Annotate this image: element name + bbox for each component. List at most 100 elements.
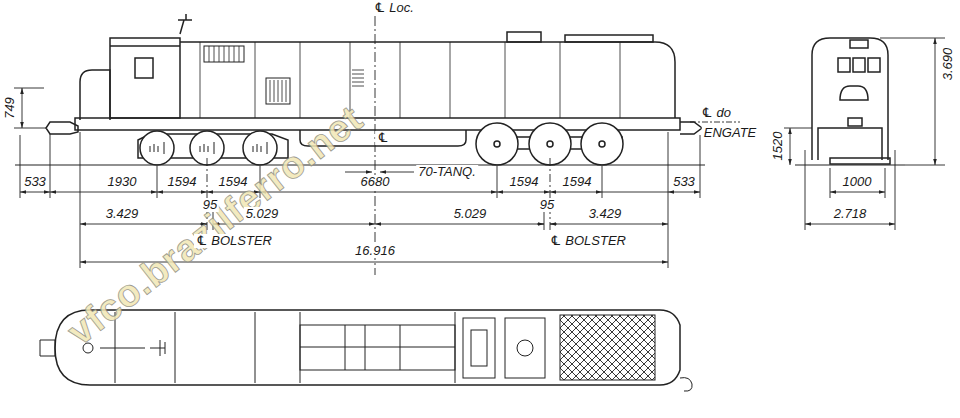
end-view-part [830, 158, 890, 164]
dimension-label: 1594 [166, 175, 199, 189]
dimension-lines-part-part [668, 192, 700, 193]
plan-view-part [680, 378, 692, 392]
side-view-part [180, 42, 675, 118]
side-view-part [135, 58, 153, 78]
side-view-part [270, 80, 286, 102]
tank-label: 70-TANQ. [416, 165, 478, 179]
plan-view [40, 310, 692, 391]
side-view-part [80, 70, 110, 120]
dimension-label: 1520 [771, 130, 785, 163]
side-view-part [200, 42, 620, 118]
side-view-part [15, 164, 705, 165]
side-view-part [352, 70, 364, 86]
end-view-part [853, 58, 865, 72]
bolster-label: ℄ BOLSTER [548, 234, 628, 248]
bolster-label: ℄ BOLSTER [194, 234, 274, 248]
dimension-lines-part-part [935, 38, 936, 165]
side-view-part [178, 14, 192, 34]
dimension-lines-part-part [550, 224, 668, 225]
watermark: vfco.brazilferro.net [58, 97, 371, 354]
dimension-label: 3.429 [587, 207, 624, 221]
dimension-label: 95 [201, 198, 219, 212]
dimension-label: 95 [538, 198, 556, 212]
plan-view-part [560, 315, 655, 380]
dimension-label: 1594 [508, 175, 541, 189]
side-view-part [494, 141, 500, 147]
side-view-part [581, 123, 623, 165]
dimension-lines-part [20, 132, 700, 268]
plan-view-part [300, 325, 455, 370]
centerline-label: ℄ Loc. [372, 1, 416, 15]
plan-view-part [517, 340, 533, 356]
side-view [15, 14, 705, 165]
plan-view-part [100, 340, 165, 356]
centerline-label: ℄ do [699, 106, 733, 120]
plan-view-part [300, 325, 455, 370]
dimension-lines-part-part [830, 192, 885, 193]
plan-view-part [471, 330, 487, 366]
end-view-part [850, 40, 868, 48]
dimension-lines-part-part [790, 128, 791, 165]
side-view-part [507, 32, 541, 42]
dimension-lines-part [380, 172, 414, 173]
dimension-label: 2.718 [832, 207, 869, 221]
dimension-lines-part [14, 88, 46, 128]
dimension-label: 749 [3, 95, 17, 121]
dimension-lines-part-part [375, 224, 544, 225]
dimension-lines-part-part [260, 192, 497, 193]
side-view-part [565, 35, 653, 42]
dimension-label: 1594 [217, 175, 250, 189]
end-view-part [795, 164, 905, 165]
end-view-part [818, 128, 882, 160]
side-view-part [140, 131, 174, 165]
dimension-lines-part [784, 38, 945, 165]
plan-view-part [463, 318, 495, 378]
dimension-lines-part-part [805, 224, 895, 225]
dimension-lines-part-part [22, 88, 23, 128]
dimension-label: 3.690 [941, 46, 955, 83]
end-view-part [838, 58, 850, 72]
plan-view-part [55, 310, 680, 385]
side-view-part [599, 141, 605, 147]
end-view-part [848, 118, 862, 126]
dimension-lines-part [345, 172, 372, 173]
dimension-label: 3.429 [104, 207, 141, 221]
dimension-label: 5.029 [244, 207, 281, 221]
dimension-lines-part [602, 192, 668, 193]
dimension-lines-part [20, 38, 935, 262]
dimension-label: 6680 [359, 175, 392, 189]
dimension-lines-part [805, 150, 895, 230]
dimension-lines-part [690, 122, 740, 123]
dimension-label: 16.916 [353, 244, 397, 258]
dimension-label: 1594 [561, 175, 594, 189]
side-view-part [110, 45, 180, 47]
side-view-part [110, 38, 180, 118]
side-view-part [547, 141, 553, 147]
dimension-lines-part [200, 224, 557, 225]
dimension-label: 1000 [841, 175, 874, 189]
side-view-part [476, 123, 518, 165]
dimension-label: 1930 [106, 175, 139, 189]
dimension-label: 533 [22, 175, 48, 189]
dimension-lines [14, 16, 945, 275]
side-view-part [209, 46, 239, 62]
dimension-lines-part-part [497, 192, 550, 193]
plan-view-part [115, 312, 455, 383]
dimension-lines-part-part [20, 192, 50, 193]
coupler-label: ENGATE [702, 126, 759, 140]
side-view-part [204, 46, 244, 62]
end-view-part [812, 38, 888, 160]
end-view-part [840, 86, 868, 100]
side-view-part [266, 78, 290, 104]
dimension-lines-part-part [550, 192, 602, 193]
side-view-part [680, 122, 702, 134]
dimension-label: 533 [671, 175, 697, 189]
side-view-part [46, 122, 78, 134]
plan-view-part [40, 340, 55, 356]
dimension-lines-part [375, 16, 376, 275]
dimension-label: 5.029 [452, 207, 489, 221]
end-view [795, 38, 905, 165]
dimension-lines-part-part [157, 192, 207, 193]
